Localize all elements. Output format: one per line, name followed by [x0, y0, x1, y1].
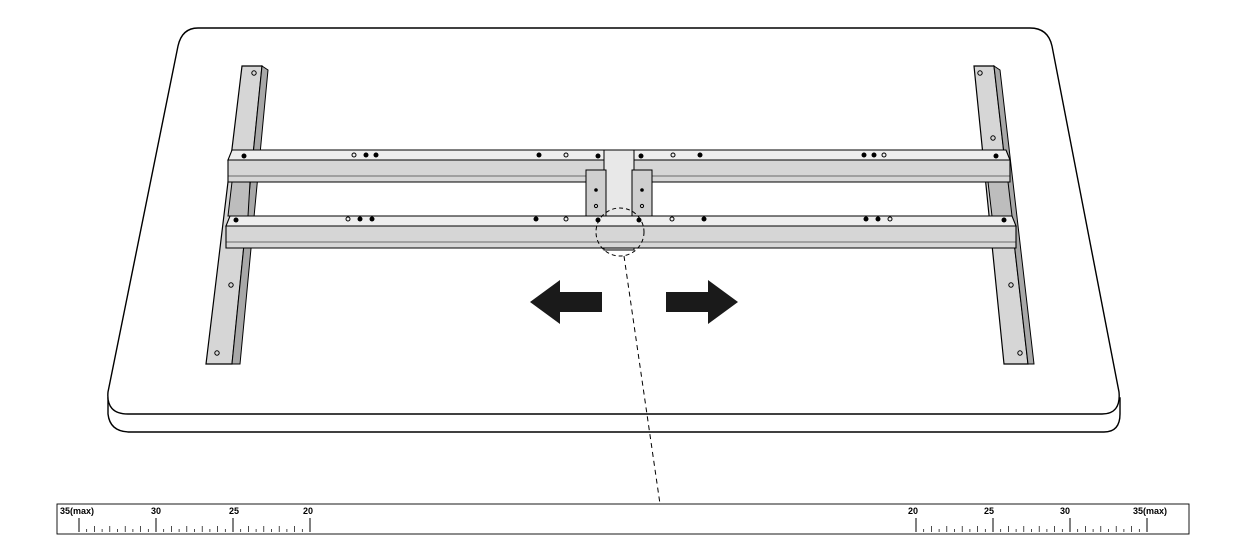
measurement-ruler: 35(max) 30 25 20 20 25 30 35(max)	[56, 503, 1190, 535]
ruler-label-left-20: 20	[303, 506, 313, 516]
arrow-left-icon	[530, 280, 602, 324]
side-rails	[227, 181, 1013, 217]
ruler-label-left-30: 30	[151, 506, 161, 516]
ruler-label-right-20: 20	[908, 506, 918, 516]
detail-leader-line	[623, 255, 661, 505]
detail-callout	[595, 207, 661, 505]
ruler-label-right-25: 25	[984, 506, 994, 516]
ruler-label-right-35max: 35(max)	[1133, 506, 1167, 516]
ruler-ticks	[78, 518, 1148, 532]
ruler-label-left-25: 25	[229, 506, 239, 516]
ruler-label-right-30: 30	[1060, 506, 1070, 516]
detail-circle	[595, 207, 645, 257]
ruler-frame	[56, 503, 1190, 535]
lower-crossbeam	[225, 215, 1017, 249]
ruler-label-left-35max: 35(max)	[60, 506, 94, 516]
arrow-right-icon	[666, 280, 738, 324]
